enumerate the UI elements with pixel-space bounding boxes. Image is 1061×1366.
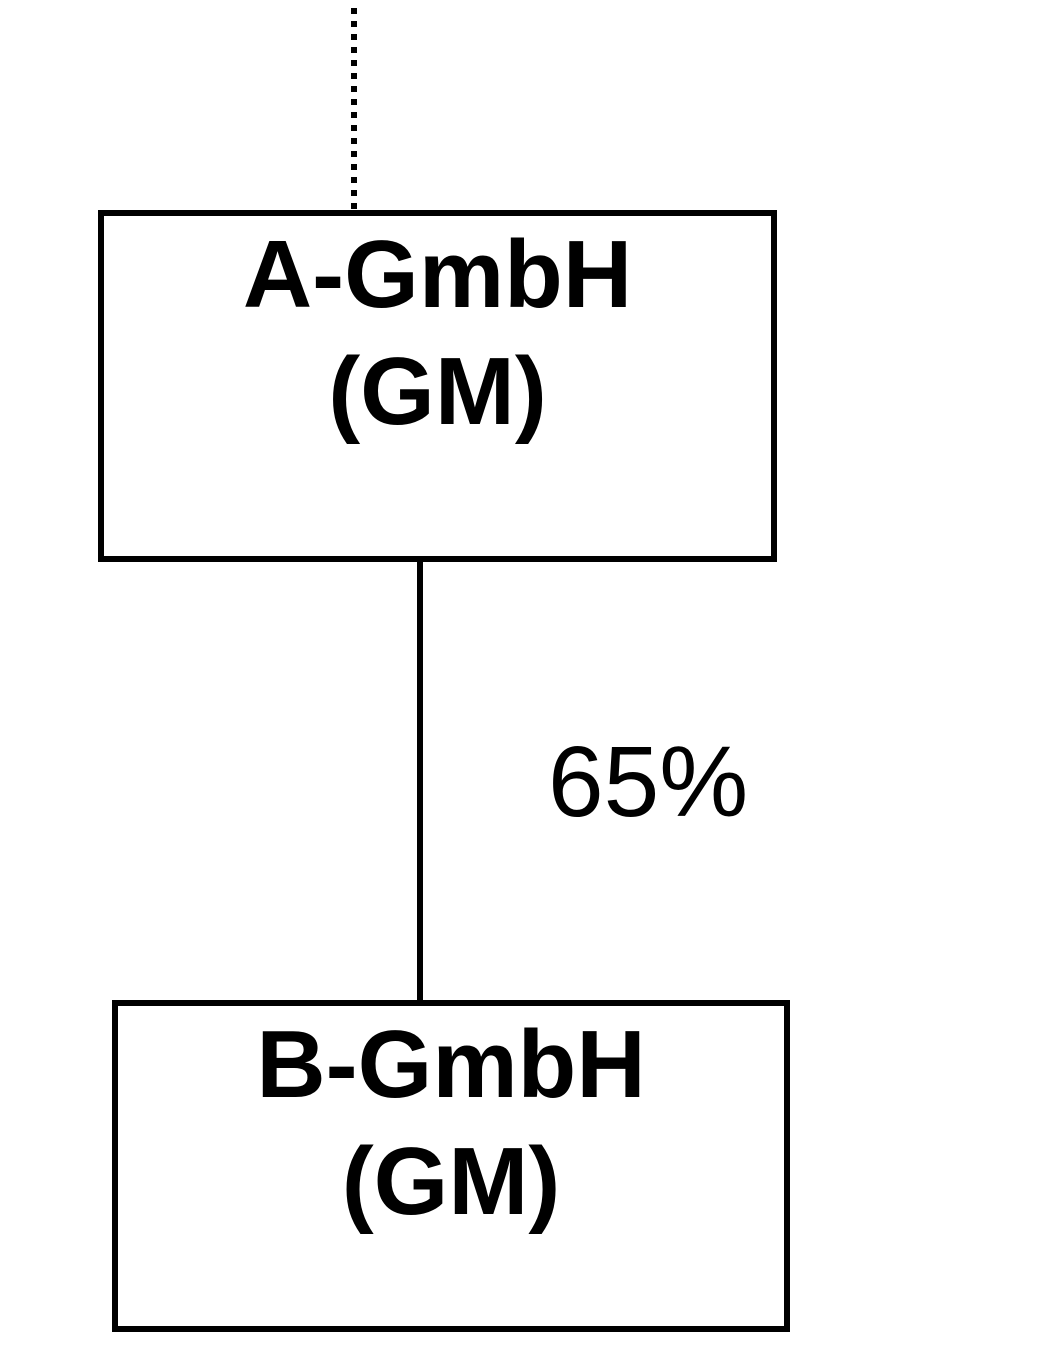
node-a-gmbh-name: A-GmbH [242,221,633,328]
node-a-gmbh: A-GmbH (GM) [98,210,777,562]
ownership-percentage-label: 65% [548,726,749,838]
dotted-continuation-line [351,8,357,212]
node-a-gmbh-role: (GM) [328,338,547,445]
ownership-edge-line [417,562,423,1000]
node-b-gmbh-role: (GM) [341,1128,561,1235]
node-b-gmbh-name: B-GmbH [256,1011,646,1118]
node-b-gmbh: B-GmbH (GM) [112,1000,790,1332]
